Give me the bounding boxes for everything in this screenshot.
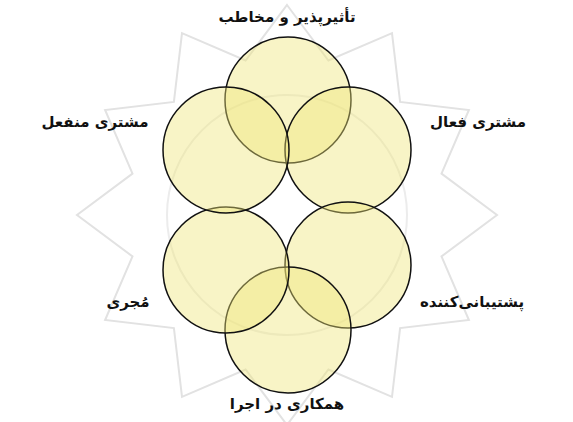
role-label: تأثیرپذیر و مخاطب <box>218 8 355 26</box>
role-label: همکاری در اجرا <box>230 395 344 413</box>
watermark <box>77 5 497 422</box>
rosette-circle <box>285 87 411 213</box>
rosette-circle <box>163 87 289 213</box>
rosette-circle <box>163 207 289 333</box>
role-label: مشتری فعال <box>430 113 526 131</box>
rosette-circles <box>163 37 411 393</box>
role-label: مشتری منفعل <box>41 113 148 131</box>
watermark-star <box>77 5 497 422</box>
role-label: مُجری <box>106 293 149 311</box>
role-label: پشتیبانی‌کننده <box>420 293 524 311</box>
